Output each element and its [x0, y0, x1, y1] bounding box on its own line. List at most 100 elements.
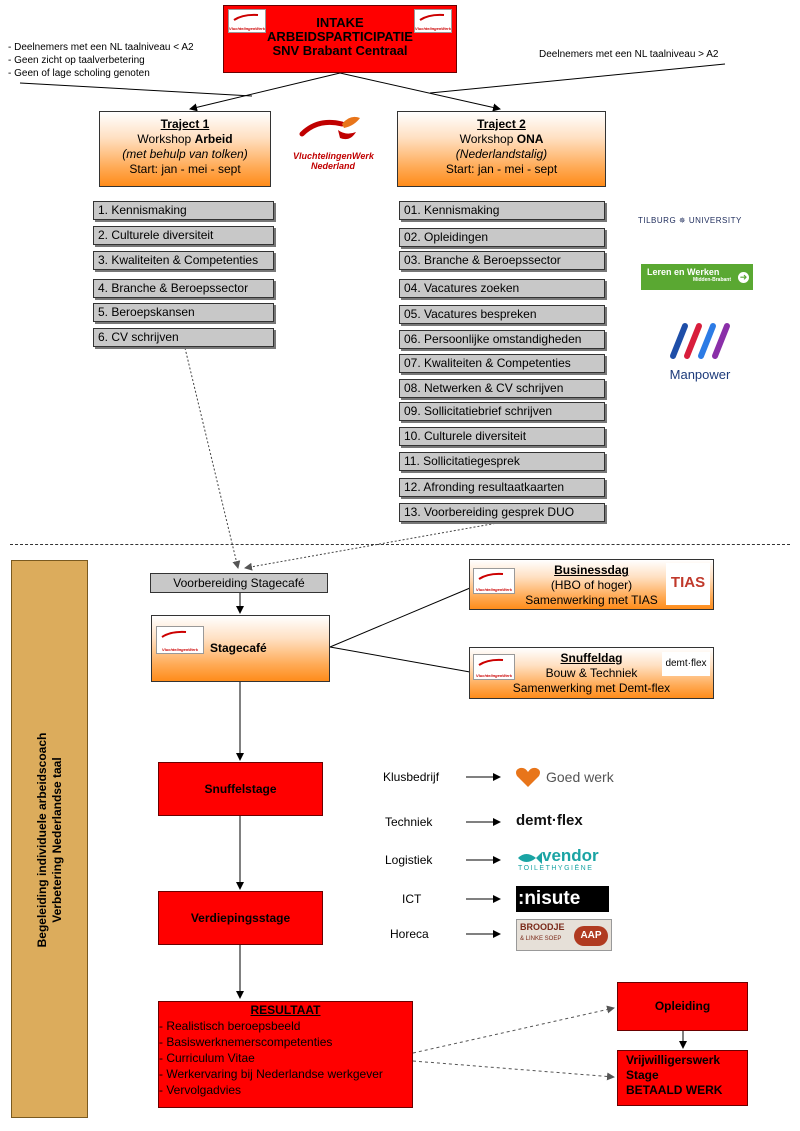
intake-line-1: INTAKE — [316, 15, 364, 30]
final-line: Stage — [626, 1068, 659, 1082]
arrow-intake-traject1 — [189, 72, 341, 112]
traject1-item: 4. Branche & Beroepssector — [93, 279, 274, 298]
stagecafe-label: Stagecafé — [210, 641, 267, 655]
note-left-line: - Deelnemers met een NL taalniveau < A2 — [8, 42, 194, 53]
arrow-resultaat-opleiding — [412, 1005, 615, 1054]
note-right-pointer — [429, 63, 726, 94]
businessdag-title: Businessdag — [554, 563, 629, 577]
traject1-workshop: Workshop Arbeid — [137, 132, 233, 146]
vw-logo-line: Nederland — [310, 161, 355, 171]
vluchtelingenwerk-mini-logo: VluchtelingenWerk — [473, 568, 515, 594]
traject2-item: 12. Afronding resultaatkaarten — [399, 478, 605, 497]
traject2-subtitle: (Nederlandstalig) — [455, 147, 548, 161]
resultaat-title: RESULTAAT — [250, 1003, 321, 1017]
note-left-line: - Geen zicht op taalverbetering — [8, 55, 145, 66]
vw-logo-line: VluchtelingenWerk — [293, 151, 374, 161]
traject2-item: 03. Branche & Beroepssector — [399, 251, 605, 270]
intake-line-3: SNV Brabant Centraal — [272, 43, 408, 58]
leren-werken-logo: Leren en Werken Midden-Brabant ➜ — [641, 264, 753, 290]
snuffeldag-line: Bouw & Techniek — [545, 666, 638, 680]
resultaat-box: RESULTAAT - Realistisch beroepsbeeld - B… — [158, 1001, 413, 1108]
traject2-box: Traject 2 Workshop ONA (Nederlandstalig)… — [397, 111, 606, 187]
vluchtelingenwerk-mini-logo: VluchtelingenWerk — [473, 654, 515, 680]
broodje-subtext: & LINKE SOEP — [520, 936, 562, 942]
vluchtelingenwerk-mini-logo: VluchtelingenWerk — [414, 9, 452, 33]
aap-badge: AAP — [574, 926, 608, 946]
stagecafe-box: VluchtelingenWerk Stagecafé — [151, 615, 330, 682]
heart-icon — [516, 767, 540, 787]
broodje-text: BROODJE — [520, 922, 565, 932]
traject2-item: 11. Sollicitatiegesprek — [399, 452, 605, 471]
manpower-stripes-icon — [670, 323, 730, 359]
intake-box: VluchtelingenWerk VluchtelingenWerk INTA… — [223, 5, 457, 73]
vendor-subtext: TOILETHYGIËNE — [518, 865, 594, 872]
businessdag-line: Samenwerking met TIAS — [525, 593, 658, 607]
traject1-item: 3. Kwaliteiten & Competenties — [93, 251, 274, 270]
sector-label: Klusbedrijf — [383, 770, 440, 784]
note-right: Deelnemers met een NL taalniveau > A2 — [539, 49, 719, 60]
nisute-logo: :nisute — [516, 886, 609, 912]
line-stagecafe-businessdag — [329, 587, 471, 648]
traject1-item: 2. Culturele diversiteit — [93, 226, 274, 245]
traject2-workshop: Workshop ONA — [459, 132, 544, 146]
demtflex-logo: demt·flex — [662, 652, 710, 676]
traject2-item: 10. Culturele diversiteit — [399, 427, 605, 446]
traject2-item: 09. Sollicitatiebrief schrijven — [399, 402, 605, 421]
vluchtelingenwerk-mini-logo: VluchtelingenWerk — [156, 626, 204, 654]
goedwerk-logo: Goed werk — [514, 766, 624, 790]
traject2-item: 02. Opleidingen — [399, 228, 605, 247]
snuffeldag-line: Samenwerking met Demt-flex — [512, 681, 671, 695]
voorbereiding-stagecafe: Voorbereiding Stagecafé — [150, 573, 328, 593]
vluchtelingenwerk-swoosh-icon — [299, 116, 360, 140]
tilburg-university-logo: TILBURG ✵ UNIVERSITY — [638, 216, 742, 225]
traject2-start: Start: jan - mei - sept — [445, 162, 558, 176]
leren-line: Leren en Werken — [647, 267, 720, 277]
traject2-title: Traject 2 — [477, 117, 526, 131]
businessdag-box: VluchtelingenWerk TIAS Businessdag (HBO … — [469, 559, 714, 610]
sector-label: ICT — [402, 892, 422, 906]
manpower-text: Manpower — [669, 367, 731, 382]
vendor-text: vendor — [542, 846, 599, 865]
traject2-item: 08. Netwerken & CV schrijven — [399, 379, 605, 398]
snuffeldag-title: Snuffeldag — [560, 651, 623, 665]
section-divider — [10, 544, 790, 545]
vluchtelingenwerk-logo: VluchtelingenWerk Nederland — [293, 112, 374, 171]
traject2-item: 04. Vacatures zoeken — [399, 279, 605, 298]
tias-logo: TIAS — [666, 563, 710, 605]
arrow-traject2-voorbereiding — [244, 521, 504, 571]
note-left-pointer — [19, 82, 253, 97]
goedwerk-text: Goed werk — [546, 769, 614, 785]
traject1-item: 1. Kennismaking — [93, 201, 274, 220]
resultaat-item: - Curriculum Vitae — [159, 1051, 255, 1065]
traject1-item: 6. CV schrijven — [93, 328, 274, 347]
traject1-title: Traject 1 — [160, 117, 210, 131]
traject1-box: Traject 1 Workshop Arbeid (met behulp va… — [99, 111, 271, 187]
traject1-start: Start: jan - mei - sept — [129, 162, 241, 176]
manpower-logo: Manpower — [655, 318, 745, 386]
resultaat-item: - Werkervaring bij Nederlandse werkgever — [159, 1067, 383, 1081]
sidebar-line: Begeleiding individuele arbeidscoach — [35, 732, 49, 948]
vendor-logo: vendor TOILETHYGIËNE — [516, 846, 616, 874]
arrow-traject1-voorbereiding — [184, 347, 241, 569]
leren-line: Midden-Brabant — [692, 277, 731, 283]
note-left: - Deelnemers met een NL taalniveau < A2 … — [8, 41, 194, 80]
opleiding-box: Opleiding — [617, 982, 748, 1031]
vluchtelingenwerk-mini-logo: VluchtelingenWerk — [228, 9, 266, 33]
traject1-subtitle: (met behulp van tolken) — [122, 147, 248, 161]
resultaat-item: - Basiswerknemerscompetenties — [159, 1035, 333, 1049]
traject2-item: 01. Kennismaking — [399, 201, 605, 220]
demtflex-logo: demt·flex — [516, 812, 583, 829]
note-left-line: - Geen of lage scholing genoten — [8, 68, 150, 79]
traject2-item: 13. Voorbereiding gesprek DUO — [399, 503, 605, 522]
arrow-resultaat-final — [412, 1060, 615, 1081]
line-stagecafe-snuffeldag — [329, 646, 471, 673]
businessdag-line: (HBO of hoger) — [550, 578, 633, 592]
snuffeldag-box: VluchtelingenWerk demt·flex Snuffeldag B… — [469, 647, 714, 699]
resultaat-item: - Vervolgadvies — [159, 1083, 242, 1097]
final-line: Vrijwilligerswerk — [626, 1053, 721, 1067]
intake-line-2: ARBEIDSPARTICIPATIE — [267, 29, 413, 44]
arrow-intake-traject2 — [339, 72, 501, 112]
sidebar-text: Begeleiding individuele arbeidscoach Ver… — [35, 733, 65, 948]
resultaat-item: - Realistisch beroepsbeeld — [159, 1019, 301, 1033]
